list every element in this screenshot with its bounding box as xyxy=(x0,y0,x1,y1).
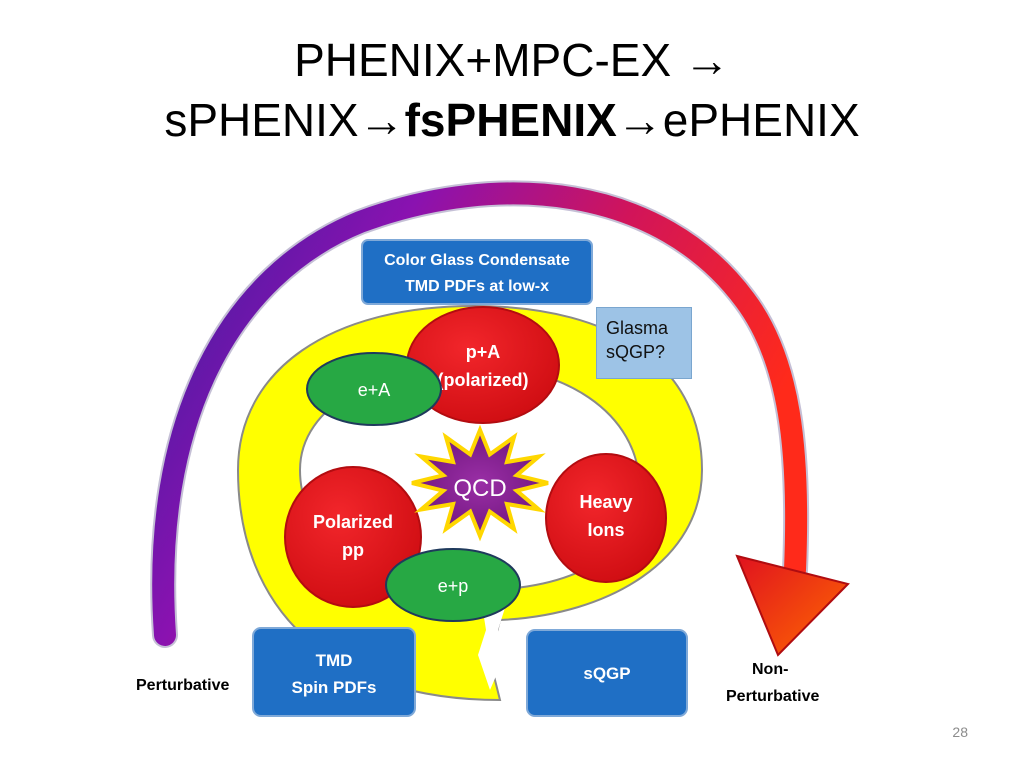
sqgp-box: sQGP xyxy=(526,629,688,717)
arc-body xyxy=(152,182,808,646)
tmd-spin-box: TMD Spin PDFs xyxy=(252,627,416,717)
cgc-box: Color Glass Condensate TMD PDFs at low-x xyxy=(361,239,593,305)
title-line-2-bold: fsPHENIX xyxy=(404,94,617,146)
qcd-star-shape xyxy=(411,424,549,542)
pa-polarized-circle: p+A (polarized) xyxy=(406,306,560,424)
tmd-box-line-1: TMD xyxy=(316,651,353,670)
cgc-box-line-1: Color Glass Condensate xyxy=(384,252,570,269)
cgc-box-line-2: TMD PDFs at low-x xyxy=(405,278,549,295)
tmd-box-line-2: Spin PDFs xyxy=(291,678,376,697)
title-line-1: PHENIX+MPC-EX → xyxy=(294,34,730,86)
glasma-note: Glasma sQGP? xyxy=(596,307,692,379)
qcd-label: QCD xyxy=(453,475,506,502)
perturbative-label: Perturbative xyxy=(136,677,229,694)
heavy-ions-circle: Heavy Ions xyxy=(545,453,667,583)
ea-label: e+A xyxy=(358,380,391,400)
glasma-note-line-1: Glasma xyxy=(606,318,669,338)
heavy-line-1: Heavy xyxy=(579,492,632,512)
ep-ellipse: e+p xyxy=(385,548,521,622)
nonperturbative-line-2: Perturbative xyxy=(726,688,819,705)
title-line-2-pre: sPHENIX→ xyxy=(164,94,405,146)
slide-number: 28 xyxy=(952,724,968,740)
qcd-star: QCD xyxy=(411,424,549,542)
pa-line-1: p+A xyxy=(466,342,501,362)
sqgp-box-label: sQGP xyxy=(583,664,630,683)
polarized-pp-circle: Polarized pp xyxy=(284,466,422,608)
polarized-line-2: pp xyxy=(342,540,364,560)
slide-title: PHENIX+MPC-EX → sPHENIX→fsPHENIX→ePHENIX xyxy=(0,30,1024,150)
glasma-note-line-2: sQGP? xyxy=(606,342,666,362)
arrow-head xyxy=(735,554,850,657)
nonperturbative-line-1: Non- xyxy=(752,661,788,678)
polarized-line-1: Polarized xyxy=(313,512,393,532)
heavy-line-2: Ions xyxy=(587,520,624,540)
title-line-2: sPHENIX→fsPHENIX→ePHENIX xyxy=(0,90,1024,150)
ea-ellipse: e+A xyxy=(306,352,442,426)
ep-label: e+p xyxy=(438,576,469,596)
title-line-2-post: →ePHENIX xyxy=(616,94,860,146)
pa-line-2: (polarized) xyxy=(437,370,528,390)
